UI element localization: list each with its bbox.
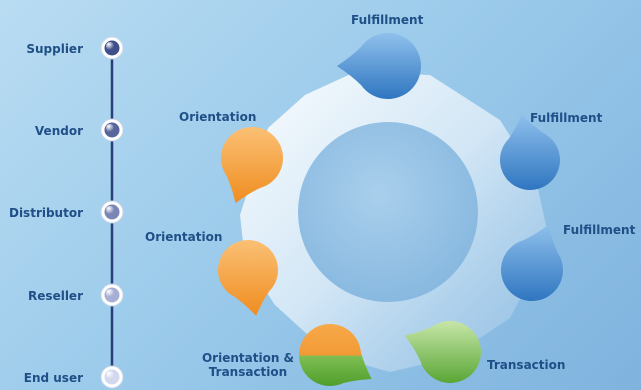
segment-label-fulfillment-lower-right: Fulfillment <box>563 223 636 237</box>
segment-label-fulfillment-top: Fulfillment <box>351 13 424 27</box>
timeline-node-highlight <box>106 42 114 50</box>
segment-label-orientation-transaction: Orientation & Transaction <box>196 351 300 379</box>
segment-label-fulfillment-right: Fulfillment <box>530 111 603 125</box>
timeline-node-highlight <box>106 371 114 379</box>
segment-label-orientation-transaction-line2: Transaction <box>208 365 288 379</box>
segment-petal-orientation-left <box>218 240 278 316</box>
timeline-label-reseller: Reseller <box>28 289 83 303</box>
timeline-node-highlight <box>106 124 114 132</box>
timeline-label-vendor: Vendor <box>34 124 83 138</box>
segment-label-orientation-left: Orientation <box>145 230 223 244</box>
segment-label-orientation-upper-left: Orientation <box>179 110 257 124</box>
timeline-label-supplier: Supplier <box>26 42 83 56</box>
segment-petal-fulfillment-right <box>500 114 560 191</box>
segment-petal-orientation-upper-left <box>220 126 283 204</box>
segment-petal-fulfillment-top <box>336 33 421 99</box>
segment-petal-orientation-transaction <box>299 323 372 386</box>
gear-hub <box>298 122 478 302</box>
timeline-node-highlight <box>106 206 114 214</box>
timeline-label-end-user: End user <box>23 371 83 385</box>
timeline-label-distributor: Distributor <box>8 206 83 220</box>
timeline-node-highlight <box>106 289 114 297</box>
segment-label-transaction: Transaction <box>487 358 566 372</box>
segment-label-orientation-transaction-line1: Orientation & <box>201 351 295 365</box>
segment-petal-transaction <box>404 320 481 383</box>
segment-petal-fulfillment-lower-right <box>500 224 563 301</box>
